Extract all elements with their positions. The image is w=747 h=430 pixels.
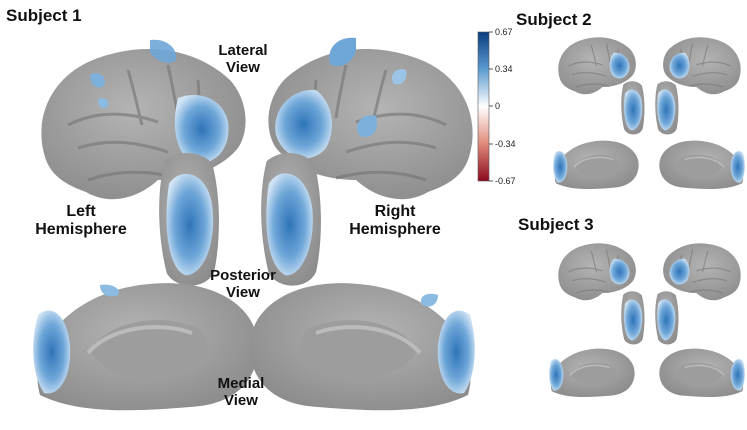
posterior-view-line2: View: [226, 284, 260, 302]
subject-1-label: Subject 1: [6, 6, 82, 25]
left-hemisphere-line1: Left: [66, 203, 96, 220]
s2-brains: [553, 36, 745, 190]
medial-view-line1: Medial: [217, 375, 265, 392]
colorbar-tick: 0.67: [495, 27, 513, 37]
right-hemisphere-line2: Hemisphere: [349, 221, 441, 239]
colorbar: 0.67 0.34 0 -0.34 -0.67: [477, 27, 516, 186]
s3-left-lateral-brain: [557, 242, 637, 301]
s2-left-lateral-brain: [557, 36, 637, 95]
s3-right-medial-brain: [658, 347, 745, 398]
lateral-view-line2: View: [226, 59, 260, 77]
posterior-view-label: Posterior View: [198, 267, 288, 302]
left-hemisphere-label: Left Hemisphere: [26, 203, 136, 240]
s1-right-lateral-brain: [266, 37, 475, 201]
s1-right-posterior-brain: [261, 153, 321, 286]
medial-view-label: Medial View: [206, 375, 276, 410]
s2-right-lateral-brain: [662, 36, 742, 95]
left-hemisphere-line2: Hemisphere: [35, 221, 127, 239]
s1-left-posterior-brain: [159, 153, 219, 286]
colorbar-tick: -0.34: [495, 139, 516, 149]
posterior-view-line1: Posterior: [210, 267, 276, 284]
s2-left-posterior-brain: [621, 81, 645, 135]
lateral-view-line1: Lateral: [218, 42, 268, 59]
s2-left-medial-brain: [553, 139, 640, 190]
colorbar-tick: -0.67: [495, 176, 516, 186]
subject-2-label: Subject 2: [516, 10, 592, 29]
s3-right-lateral-brain: [662, 242, 742, 301]
s1-right-medial-brain: [247, 281, 475, 413]
s1-left-lateral-brain: [39, 39, 248, 201]
s1-left-medial-brain: [33, 281, 261, 413]
s3-brains: [549, 242, 745, 398]
s2-right-posterior-brain: [655, 81, 679, 135]
s3-right-posterior-brain: [655, 291, 679, 345]
right-hemisphere-line1: Right: [374, 203, 416, 220]
lateral-view-label: Lateral View: [208, 42, 278, 77]
s3-left-medial-brain: [549, 347, 636, 398]
colorbar-tick: 0: [495, 101, 500, 111]
colorbar-tick: 0.34: [495, 64, 513, 74]
s2-right-medial-brain: [658, 139, 745, 190]
subject-3-label: Subject 3: [518, 215, 594, 234]
right-hemisphere-label: Right Hemisphere: [340, 203, 450, 240]
s3-left-posterior-brain: [621, 291, 645, 345]
medial-view-line2: View: [224, 392, 258, 410]
